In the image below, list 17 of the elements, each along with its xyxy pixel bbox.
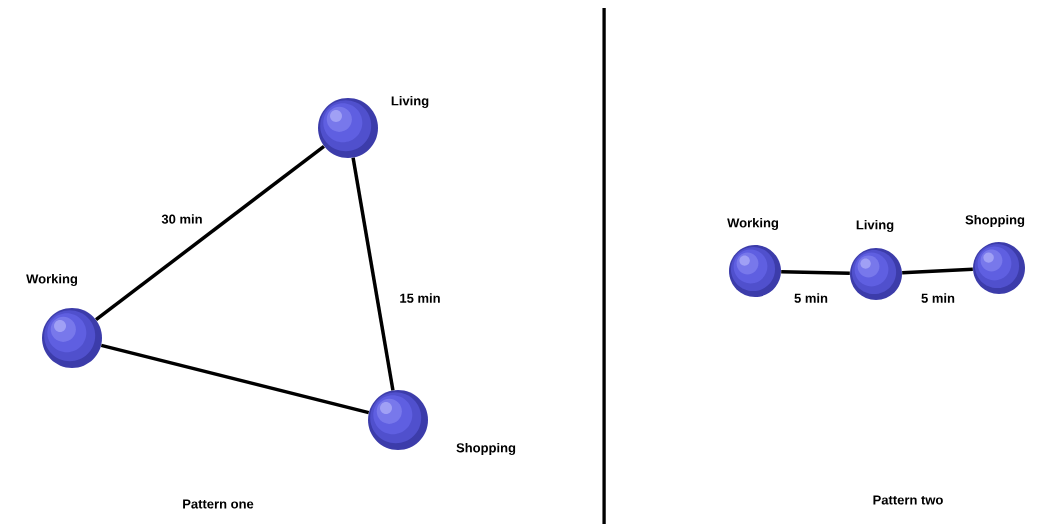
node-label: Working [727, 217, 778, 231]
caption: Pattern one [183, 499, 254, 509]
connector-line [95, 144, 326, 322]
caption: Pattern two [873, 495, 943, 505]
edge-label: 5 min [920, 292, 956, 304]
connector-line [100, 343, 370, 415]
node-label: Shopping [965, 214, 1025, 228]
edge-label: 30 min [160, 213, 204, 225]
node-label: Living [856, 219, 894, 233]
connector-line [902, 267, 973, 275]
edge-label: 5 min [793, 292, 829, 304]
connector-line [351, 157, 395, 391]
edge-label: 15 min [398, 292, 442, 304]
node-label: Shopping [456, 442, 516, 456]
connector-line [781, 269, 850, 276]
node-label: Working [26, 273, 78, 287]
node-label: Living [391, 95, 429, 109]
